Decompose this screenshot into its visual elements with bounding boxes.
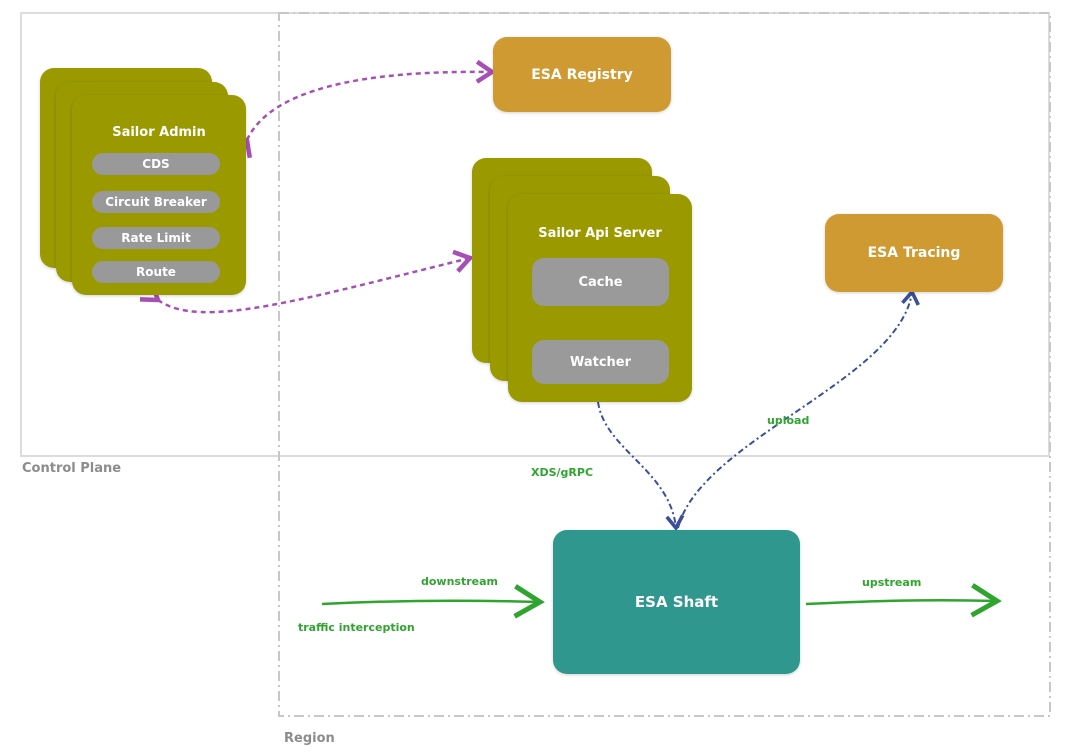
esa-registry-node[interactable]: ESA Registry — [493, 37, 671, 112]
admin-item-cds[interactable]: CDS — [92, 153, 220, 175]
sailor-api-server-title: Sailor Api Server — [538, 226, 662, 241]
edge-downstream — [321, 584, 545, 619]
edge-upstream — [805, 583, 1002, 618]
sailor-admin-node[interactable]: Sailor Admin CDS Circuit Breaker Rate Li… — [72, 95, 246, 295]
region-label: Region — [284, 731, 335, 746]
esa-tracing-title: ESA Tracing — [867, 245, 961, 261]
esa-tracing-node[interactable]: ESA Tracing — [825, 214, 1003, 292]
admin-item-rate-limit[interactable]: Rate Limit — [92, 227, 220, 249]
esa-shaft-title: ESA Shaft — [634, 593, 719, 611]
edge-label-xds: XDS/gRPC — [531, 466, 594, 479]
admin-item-route[interactable]: Route — [92, 261, 220, 283]
cache-component[interactable]: Cache — [532, 258, 669, 306]
edge-label-downstream: downstream — [421, 575, 498, 588]
watcher-component[interactable]: Watcher — [532, 340, 669, 384]
control-plane-label: Control Plane — [22, 461, 122, 476]
edge-label-upload: upload — [767, 414, 810, 427]
edge-label-upstream: upstream — [862, 576, 922, 589]
sailor-api-server-node[interactable]: Sailor Api Server Cache Watcher — [508, 194, 692, 402]
esa-shaft-node[interactable]: ESA Shaft — [553, 530, 800, 674]
esa-registry-title: ESA Registry — [531, 66, 633, 83]
sailor-admin-title: Sailor Admin — [112, 125, 206, 140]
edge-label-traffic-interception: traffic interception — [298, 621, 415, 634]
admin-item-circuit-breaker[interactable]: Circuit Breaker — [92, 191, 220, 213]
